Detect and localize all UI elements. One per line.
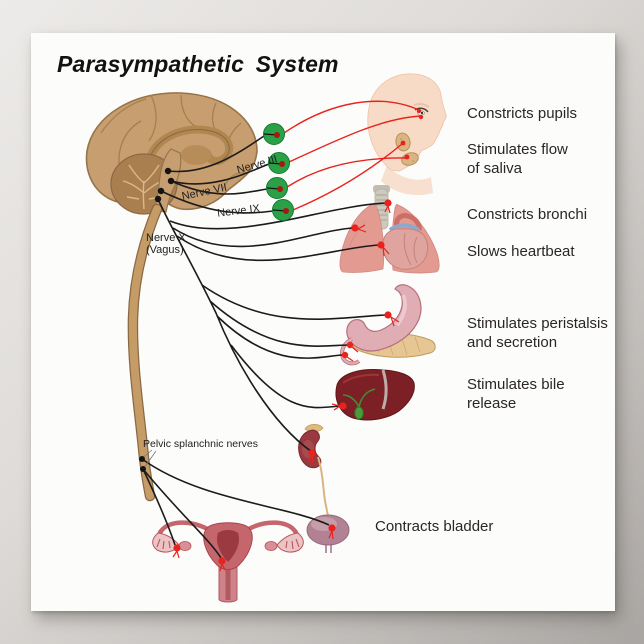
head-profile-icon — [367, 73, 447, 196]
nerve-x-label: Nerve X — [146, 232, 186, 244]
nerve-iii-line — [167, 135, 265, 173]
label-constricts-pupils: Constricts pupils — [467, 105, 578, 122]
poster: Parasympathetic System — [31, 33, 615, 611]
brain-icon — [85, 92, 258, 215]
vagus-liver-branch — [230, 344, 342, 409]
pterygopalatine-to-eye-line — [288, 115, 422, 163]
target-terminal-dots — [172, 108, 424, 572]
ganglia — [263, 123, 294, 221]
nerve-origin-dots — [139, 167, 175, 472]
nerve-vii-branch-line — [170, 180, 268, 195]
pelvic-uterus-line-1 — [142, 468, 176, 546]
nerve-x-vagus-label: (Vagus) — [146, 244, 184, 256]
vagus-trunk — [157, 198, 313, 453]
kidney-icon — [298, 423, 330, 521]
heart-icon — [382, 213, 429, 270]
vagus-bronchi-branch — [172, 227, 354, 248]
postganglionic-lines — [283, 100, 422, 211]
otic-ganglion-icon — [272, 199, 294, 221]
liver-icon — [335, 369, 415, 421]
stomach-icon — [340, 284, 422, 366]
vagus-stomach-branch — [201, 284, 387, 320]
pterygopalatine-ganglion-icon — [268, 152, 290, 174]
nerve-ix-line — [160, 190, 274, 214]
vagus-duodenum-branch-1 — [209, 300, 349, 347]
otic-to-parotid-line — [292, 143, 403, 211]
pelvic-splanchnic-label: Pelvic splanchnic nerves — [143, 438, 258, 450]
ciliary-ganglion-icon — [263, 123, 285, 145]
label-contracts-bladder: Contracts bladder — [375, 518, 494, 535]
vagus-trachea-branch — [169, 202, 387, 230]
bladder-icon — [306, 514, 350, 553]
submandibular-gland-line — [286, 157, 410, 188]
label-slows-heartbeat: Slows heartbeat — [467, 243, 575, 260]
vagus-nerve-lines — [157, 198, 387, 453]
page-title: Parasympathetic System — [57, 51, 339, 77]
cranial-nerve-lines — [160, 135, 274, 214]
vagus-duodenum-branch-2 — [216, 315, 344, 359]
uterus-icon — [152, 520, 304, 603]
nerve-vii-line — [170, 163, 270, 185]
submandibular-ganglion-icon — [266, 177, 288, 199]
vagus-heart-branch — [176, 235, 380, 262]
label-constricts-bronchi: Constricts bronchi — [467, 206, 588, 223]
gallbladder-icon — [342, 388, 376, 420]
pelvic-bladder-line — [141, 458, 330, 526]
nerve-ix-label: Nerve IX — [217, 203, 262, 220]
ciliary-to-eye-line — [283, 100, 420, 134]
pelvic-splanchnic-lines — [140, 449, 330, 559]
parasympathetic-diagram: Nerve III Nerve VII Nerve IX Nerve X (Va… — [85, 73, 447, 603]
pelvic-uterus-line-2 — [142, 468, 222, 559]
